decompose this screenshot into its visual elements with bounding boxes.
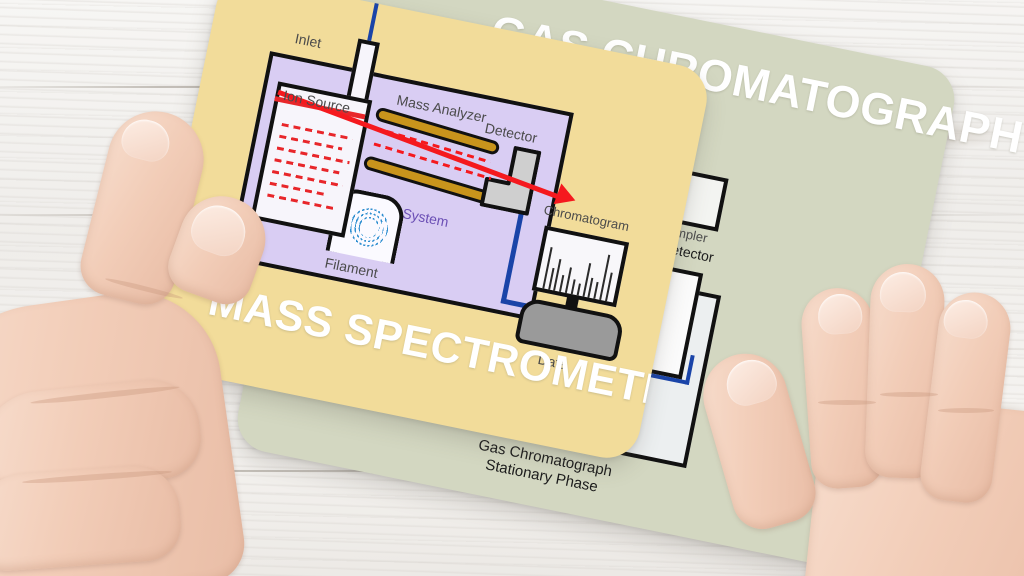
right-hand-crease <box>818 400 876 405</box>
chromatogram-peak <box>604 272 613 302</box>
chromatogram-monitor-icon <box>531 225 630 308</box>
chromatogram-peak <box>570 279 576 295</box>
chromatogram-peak <box>587 278 594 298</box>
mass-spectrometry-card[interactable]: Inlet Vacuum System Ion Source Mass Anal… <box>143 0 713 464</box>
right-hand-crease <box>938 408 994 413</box>
chromatogram-plot <box>542 230 624 302</box>
inlet-wire <box>366 0 383 46</box>
right-hand-crease <box>880 392 938 397</box>
chromatogram-peak <box>593 281 599 300</box>
chromatogram-peak <box>559 274 565 293</box>
inlet-label: Inlet <box>293 30 323 52</box>
chromatogram-peak <box>576 283 581 296</box>
